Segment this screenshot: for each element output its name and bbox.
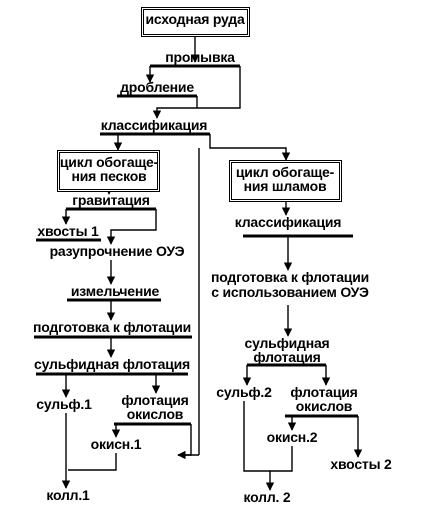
node-ore: исходная руда — [145, 11, 245, 27]
node-sulfide-flotation-2: сульфидная флотация — [244, 335, 330, 365]
node-tails-1: хвосты 1 — [37, 223, 99, 239]
edge-27 — [177, 424, 192, 460]
edge-29 — [68, 453, 117, 471]
node-sulf-1: сульф.1 — [36, 396, 92, 412]
node-sulfide-flotation-1: сульфидная флотация — [34, 356, 190, 372]
node-flotation-prep-1: подготовка к флотации — [32, 319, 192, 335]
node-crushing: дробление — [120, 79, 194, 95]
node-gravitation: гравитация — [72, 192, 150, 208]
node-sulf-2: сульф.2 — [216, 384, 272, 400]
node-tails-2: хвосты 2 — [330, 456, 392, 472]
node-slimes-cycle: цикл обогаще- ния шламов — [235, 164, 335, 194]
node-oxide-flotation-2: флотация окислов — [290, 384, 358, 414]
node-classification-2: классификация — [234, 214, 342, 230]
node-flotation-prep-2: подготовка к флотации с использованием О… — [210, 269, 370, 300]
edge-15 — [152, 66, 241, 119]
node-coll-1: колл.1 — [46, 487, 90, 503]
node-sands-cycle: цикл обогаще- ния песков — [59, 154, 159, 184]
edge-40 — [243, 401, 270, 472]
node-box-ore — [141, 7, 250, 37]
node-softening: разупрочнение ОУЭ — [49, 243, 185, 259]
edge-21 — [106, 209, 157, 245]
node-box-sands-cycle — [57, 150, 160, 192]
node-box-slimes-cycle — [229, 160, 342, 202]
node-classification-1: классификация — [100, 117, 208, 133]
node-oxide-2: окисн.2 — [266, 429, 318, 445]
edge-18 — [209, 134, 291, 161]
edge-41 — [265, 446, 293, 491]
node-grinding: измельчение — [70, 283, 160, 299]
node-oxide-flotation-1: флотация окислов — [121, 392, 189, 422]
node-coll-2: колл. 2 — [243, 489, 291, 505]
node-oxide-1: окисн.1 — [90, 436, 142, 452]
node-washing: промывка — [165, 49, 235, 65]
